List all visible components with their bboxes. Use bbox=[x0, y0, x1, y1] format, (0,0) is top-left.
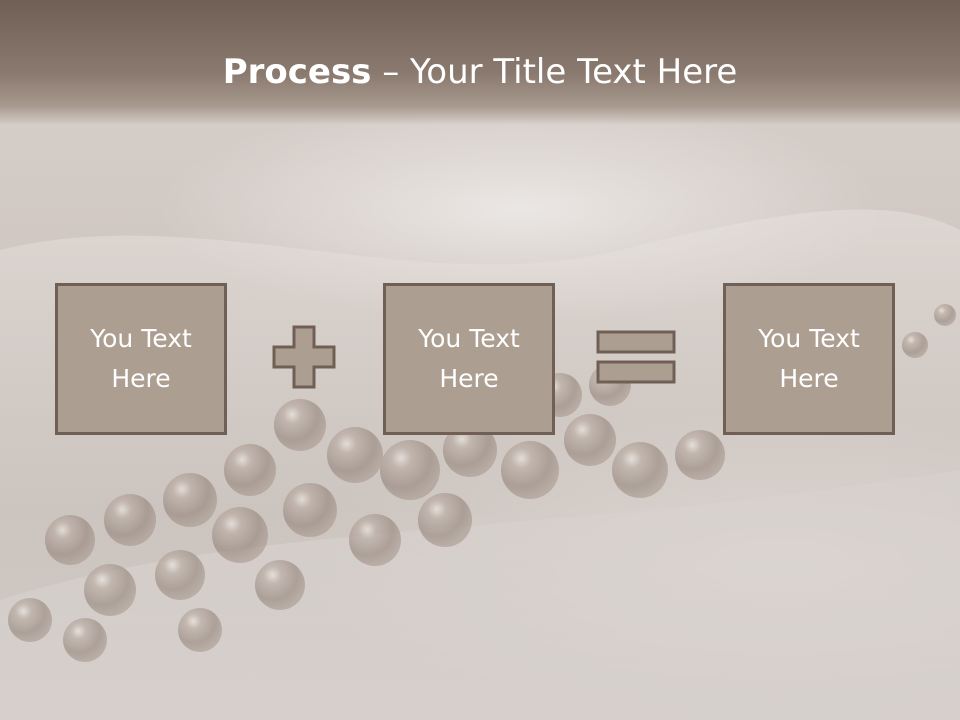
process-box-1[interactable]: You Text Here bbox=[55, 283, 227, 435]
title-rest-text: – Your Title Text Here bbox=[371, 52, 738, 92]
plus-icon bbox=[272, 325, 336, 389]
title-bar bbox=[0, 0, 960, 125]
process-box-2-text: You Text Here bbox=[418, 324, 520, 393]
title-bold-text: Process bbox=[222, 52, 372, 92]
slide-title[interactable]: Process – Your Title Text Here bbox=[0, 52, 960, 92]
process-box-2[interactable]: You Text Here bbox=[383, 283, 555, 435]
process-box-1-text: You Text Here bbox=[90, 324, 192, 393]
equals-icon bbox=[596, 330, 676, 384]
process-box-3[interactable]: You Text Here bbox=[723, 283, 895, 435]
process-box-3-text: You Text Here bbox=[758, 324, 860, 393]
